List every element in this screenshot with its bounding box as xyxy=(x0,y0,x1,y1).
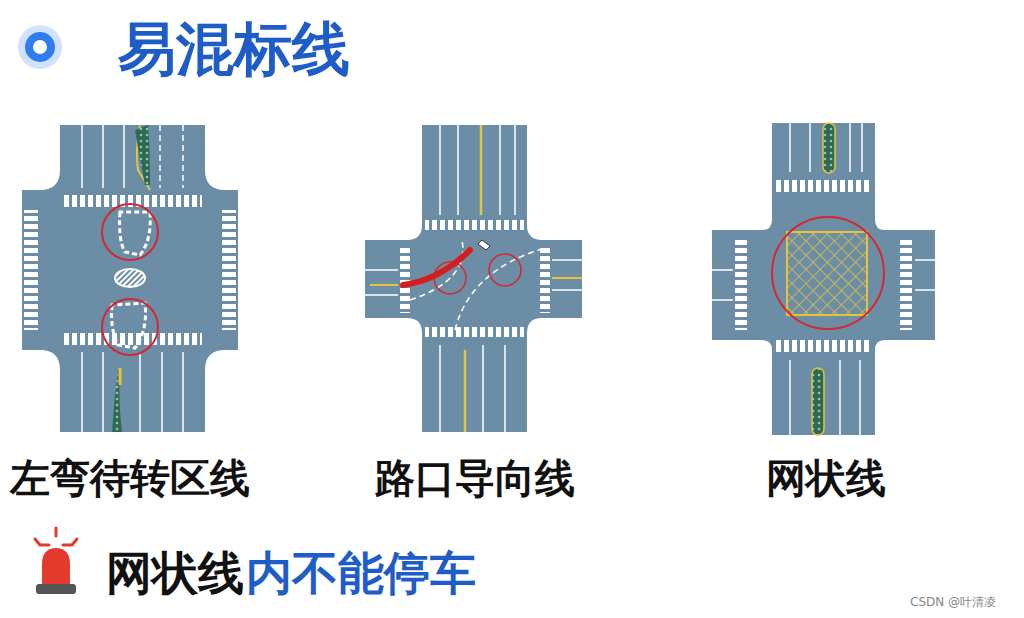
slide-title: 易混标线 xyxy=(118,18,350,82)
caption: 路口导向线 xyxy=(375,456,575,500)
caption: 左弯待转区线 xyxy=(10,456,250,500)
caption: 网状线 xyxy=(766,456,886,500)
grid-line-panel xyxy=(712,123,935,435)
warning-text: 内不能停车 xyxy=(246,548,476,599)
watermark: CSDN @叶清凌 xyxy=(910,596,996,609)
guide-line-panel xyxy=(365,125,582,432)
warning-text: 网状线 xyxy=(106,548,244,599)
siren-icon xyxy=(35,528,77,594)
left-turn-panel xyxy=(22,125,238,432)
